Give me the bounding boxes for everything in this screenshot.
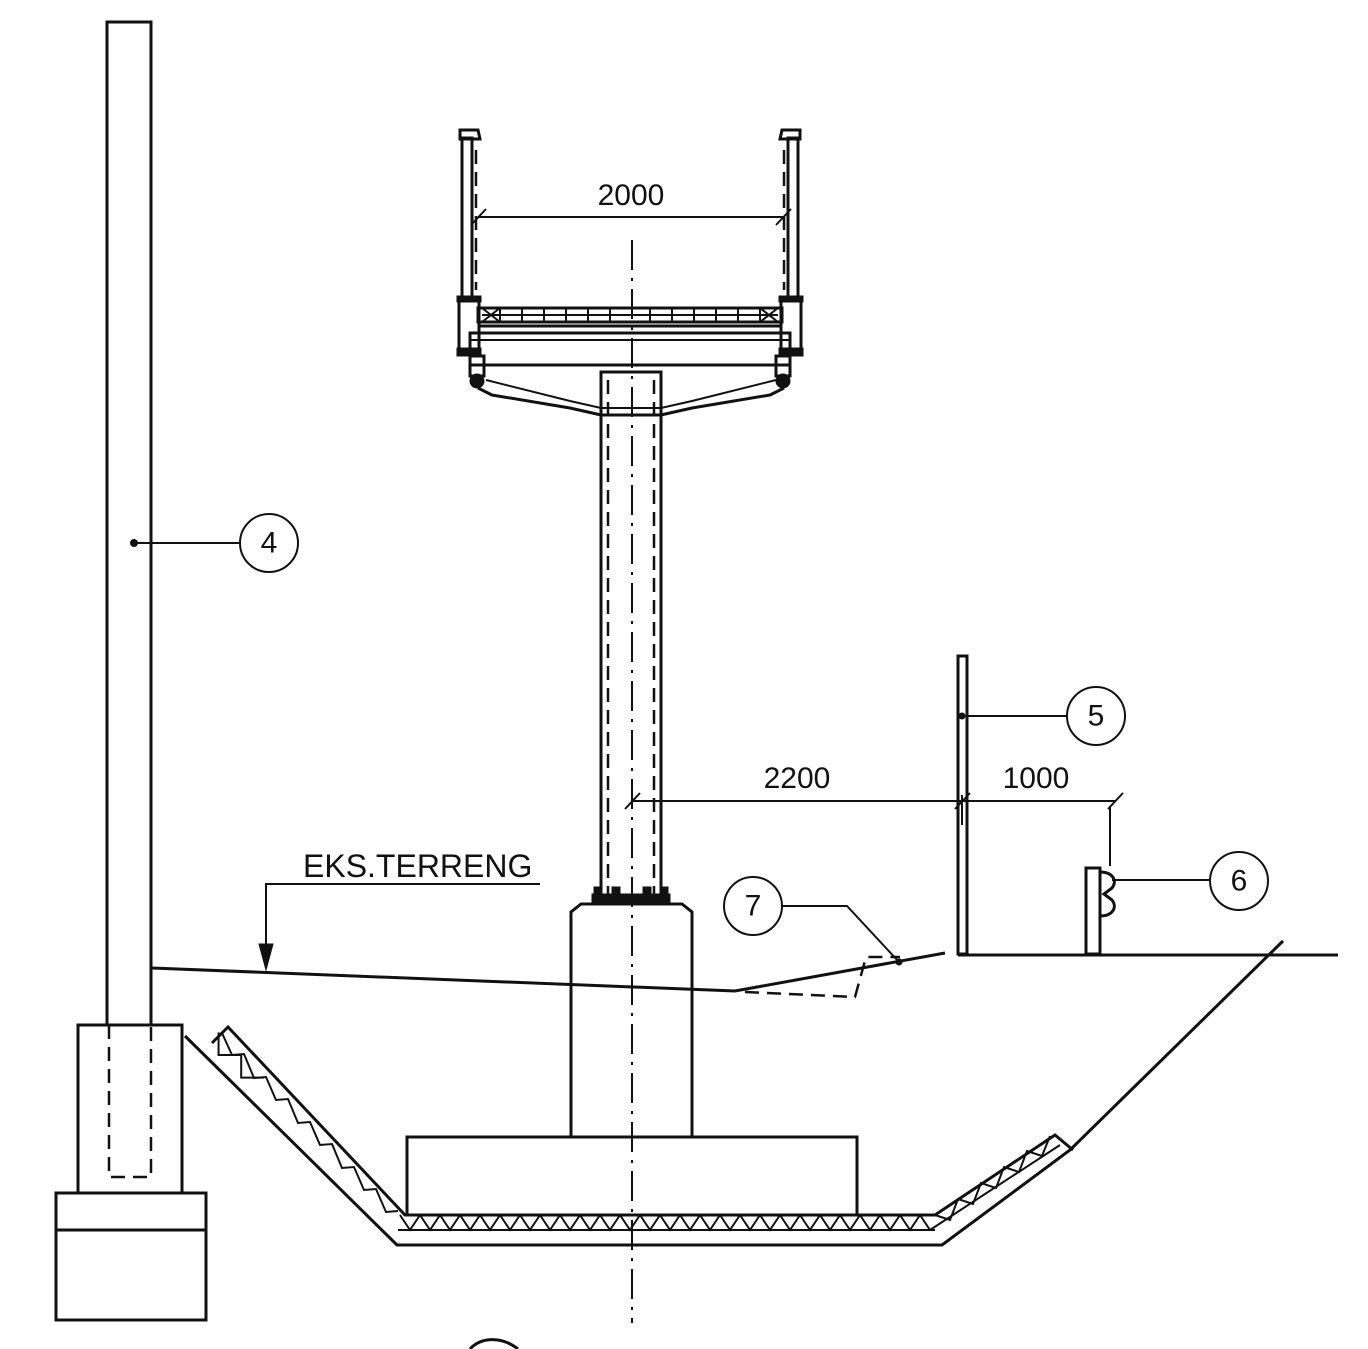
deck-beam: [468, 331, 792, 367]
terrain-label: EKS.TERRENG: [303, 848, 532, 884]
callout-circle: [239, 513, 299, 573]
pole-shaft: [105, 20, 153, 1027]
fence-offset-value: 2200: [764, 762, 831, 795]
gravel-layer: [210, 1024, 1074, 1217]
terrain-dashed-line: [744, 955, 900, 999]
barrier-post: [1084, 866, 1102, 956]
cropped-callout-circle: [468, 1338, 519, 1349]
guard-barrier: 6: [1084, 851, 1269, 956]
lighting-pole: [54, 20, 208, 1322]
barrier-offset-value: 1000: [1003, 762, 1070, 795]
barrier-rail: [1099, 870, 1116, 918]
existing-terrain: [151, 951, 1338, 999]
callout-number-6: 6: [1231, 865, 1248, 898]
dimension-deck-width: 2000: [470, 179, 792, 226]
callout-7: 7: [723, 876, 903, 966]
callout-4: 4: [130, 513, 299, 573]
pole-footing: [54, 1191, 208, 1322]
terrain-line: [151, 951, 946, 993]
pole-embedded-part: [107, 1023, 153, 1179]
bridge-deck: [456, 128, 804, 417]
pole-socket: [76, 1023, 184, 1195]
terrain-label-group: EKS.TERRENG: [258, 848, 540, 972]
gravel-hatching-bottom: [399, 1213, 931, 1232]
callout-number-7: 7: [745, 890, 762, 923]
dimension-offsets: 2200 1000: [624, 762, 1124, 866]
deck-width-value: 2000: [598, 179, 665, 212]
excavation-pit: [183, 939, 1285, 1247]
gravel-hatching-left: [221, 1032, 399, 1214]
right-railing-post: [786, 136, 800, 300]
terrain-arrow-icon: [258, 943, 274, 972]
excavation-outline: [183, 939, 1285, 1247]
callout-number-4: 4: [261, 527, 278, 560]
left-railing-post: [460, 136, 474, 300]
callout-number-5: 5: [1088, 700, 1105, 733]
right-railing-cap: [778, 128, 802, 141]
left-railing-cap: [458, 128, 482, 141]
